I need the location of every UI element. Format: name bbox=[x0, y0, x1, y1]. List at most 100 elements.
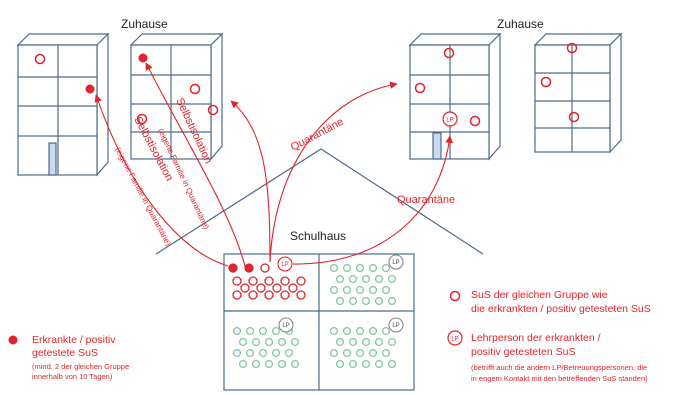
legend-teacher-icon bbox=[447, 330, 463, 346]
other-student-dot bbox=[335, 359, 345, 369]
house-markers-4 bbox=[540, 42, 580, 123]
sick-student-dot bbox=[244, 263, 254, 273]
other-student-dot bbox=[387, 337, 397, 347]
house-markers-3: LP bbox=[414, 47, 481, 127]
other-student-dot bbox=[284, 348, 294, 358]
same-group-student-dot bbox=[248, 290, 258, 300]
other-student-dot bbox=[232, 348, 242, 358]
other-student-dot bbox=[381, 285, 391, 295]
legend-same-group-icon bbox=[449, 290, 461, 302]
other-student-dot bbox=[290, 359, 300, 369]
other-student-dot bbox=[245, 326, 255, 336]
same-group-student-dot bbox=[232, 276, 242, 286]
other-student-dot bbox=[368, 285, 378, 295]
other-student-dot bbox=[232, 326, 242, 336]
other-student-dot bbox=[361, 359, 371, 369]
other-student-dot bbox=[374, 296, 384, 306]
other-student-dot bbox=[355, 263, 365, 273]
other-student-dot bbox=[348, 359, 358, 369]
other-student-dot bbox=[251, 337, 261, 347]
legend-same-group-2: die erkrankten / positiv getesteten SuS bbox=[471, 303, 651, 315]
other-student-dot bbox=[238, 359, 248, 369]
same-group-marker bbox=[540, 76, 552, 88]
legend-same-group-1: SuS der gleichen Gruppe wie bbox=[471, 289, 608, 301]
teacher-dot-label: LP bbox=[281, 262, 288, 268]
same-group-student-dot bbox=[280, 276, 290, 286]
other-student-dot bbox=[264, 359, 274, 369]
other-student-dot bbox=[374, 274, 384, 284]
same-group-marker bbox=[568, 111, 580, 123]
quarantine-arrow-top-left bbox=[230, 100, 271, 263]
other-student-dot bbox=[374, 337, 384, 347]
house-building-1 bbox=[16, 32, 110, 177]
teacher-marker-label: LP bbox=[446, 118, 453, 124]
other-student-dot bbox=[290, 337, 300, 347]
legend-teacher-icon-label: LP bbox=[451, 337, 458, 343]
same-group-marker bbox=[469, 115, 481, 127]
isolation-arrow-left bbox=[94, 94, 229, 267]
legend-teacher-1: Lehrperson der erkrankten / bbox=[471, 332, 601, 344]
other-student-dot bbox=[348, 296, 358, 306]
other-student-dot bbox=[348, 337, 358, 347]
other-student-dot bbox=[355, 326, 365, 336]
legend-sick-title-1: Erkrankte / positiv bbox=[32, 334, 116, 346]
other-student-dot bbox=[381, 326, 391, 336]
other-student-dot bbox=[245, 348, 255, 358]
other-student-dot bbox=[368, 348, 378, 358]
other-student-dot bbox=[258, 326, 268, 336]
other-student-dot bbox=[361, 274, 371, 284]
same-group-student-dot bbox=[288, 283, 298, 293]
teacher-dot bbox=[277, 256, 293, 272]
legend-sick-note-2: innerhalb von 10 Tagen) bbox=[32, 372, 113, 381]
isolation-arrow-right bbox=[145, 62, 246, 267]
quarantine-arrow-top-right bbox=[269, 81, 398, 263]
arrows bbox=[94, 62, 453, 267]
other-student-dot bbox=[342, 263, 352, 273]
teacher-dot-label: LP bbox=[392, 260, 399, 266]
school-heading: Schulhaus bbox=[290, 229, 346, 243]
same-group-student-dot bbox=[248, 276, 258, 286]
same-group-student-dot bbox=[272, 283, 282, 293]
teacher-dot-label: LP bbox=[282, 323, 289, 329]
legend-sick-note-1: (mind. 2 der gleichen Gruppe bbox=[32, 362, 129, 371]
other-student-dot bbox=[264, 337, 274, 347]
other-student-dot bbox=[368, 326, 378, 336]
same-group-student-dot bbox=[296, 290, 306, 300]
same-group-marker bbox=[566, 42, 578, 54]
other-student-dot bbox=[277, 337, 287, 347]
same-group-marker bbox=[207, 104, 219, 116]
same-group-marker bbox=[414, 82, 426, 94]
quarantine-label-top: Quarantäne bbox=[289, 116, 346, 154]
quarantine-label-right: Quarantäne bbox=[397, 194, 455, 206]
house-markers-2 bbox=[136, 53, 219, 125]
other-student-dot bbox=[335, 337, 345, 347]
home-heading-right: Zuhause bbox=[497, 17, 544, 31]
same-group-marker bbox=[189, 83, 201, 95]
other-student-dot bbox=[355, 348, 365, 358]
legend: Erkrankte / positiv getestete SuS (mind.… bbox=[8, 289, 651, 383]
other-student-dot bbox=[258, 348, 268, 358]
sick-student-dot bbox=[228, 263, 238, 273]
other-student-dot bbox=[387, 274, 397, 284]
house-markers-1 bbox=[34, 53, 95, 94]
legend-teacher-note-2: in engem Kontakt mit den betreffenden Su… bbox=[471, 374, 648, 383]
other-student-dot bbox=[355, 285, 365, 295]
other-student-dot bbox=[342, 326, 352, 336]
legend-teacher-note-1: (betrifft auch die andern LP/Betreuungsp… bbox=[471, 363, 647, 372]
same-group-student-dot bbox=[296, 276, 306, 286]
other-student-dot bbox=[329, 348, 339, 358]
other-student-dot bbox=[271, 326, 281, 336]
other-student-dot bbox=[271, 348, 281, 358]
teacher-dot bbox=[388, 254, 404, 270]
same-group-student-dot bbox=[260, 263, 270, 273]
other-student-dot bbox=[361, 296, 371, 306]
same-group-student-dot bbox=[264, 290, 274, 300]
other-student-dot bbox=[251, 359, 261, 369]
other-student-dot bbox=[342, 285, 352, 295]
other-student-dot bbox=[342, 348, 352, 358]
same-group-student-dot bbox=[256, 283, 266, 293]
same-group-marker bbox=[34, 53, 46, 65]
school-building bbox=[155, 148, 484, 391]
